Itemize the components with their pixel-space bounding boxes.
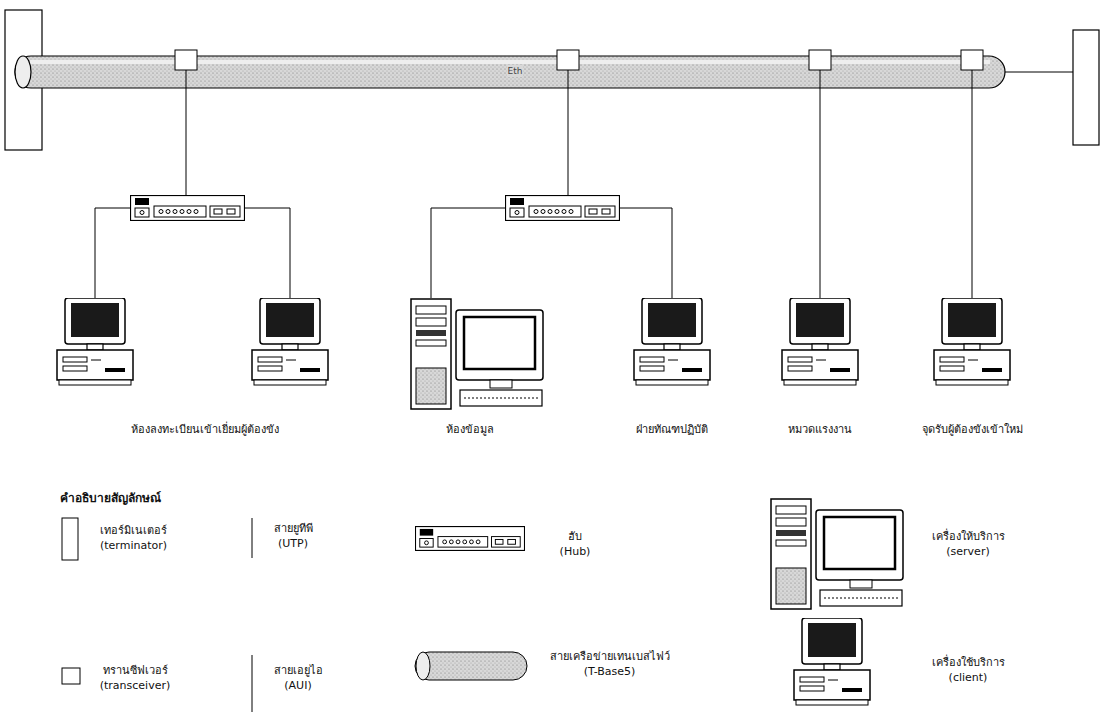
legend-text: สายเครือข่ายเทนเบสไฟว์ (T-Base5) [548,650,671,680]
legend-text: สายยูทีพี (UTP) [272,522,314,552]
location-label: ฝ่ายทัณฑปฏิบัติ [636,423,708,438]
legend-text: ทรานซีฟเวอร์ (transceiver) [98,664,172,694]
location-label: จุดรับผู้ต้องขังเข้าใหม่ [922,423,1023,438]
legend-text: เทอร์มิเนเตอร์ (terminator) [98,524,169,554]
legend-text: เครื่องให้บริการ (server) [930,530,1006,560]
legend-heading: คำอธิบายสัญลักษณ์ [60,490,161,506]
legend-text: เครื่องใช้บริการ (client) [930,656,1006,686]
location-label: หมวดแรงงาน [788,423,852,438]
location-label: ห้องลงทะเบียนเข้าเยี่ยมผู้ต้องขัง [131,423,279,438]
legend-text: ฮับ (Hub) [558,530,592,560]
location-label: ห้องข้อมูล [446,423,494,438]
legend-text: สายเอยูไอ (AUI) [272,664,324,694]
cable-label: Eth [507,65,524,77]
